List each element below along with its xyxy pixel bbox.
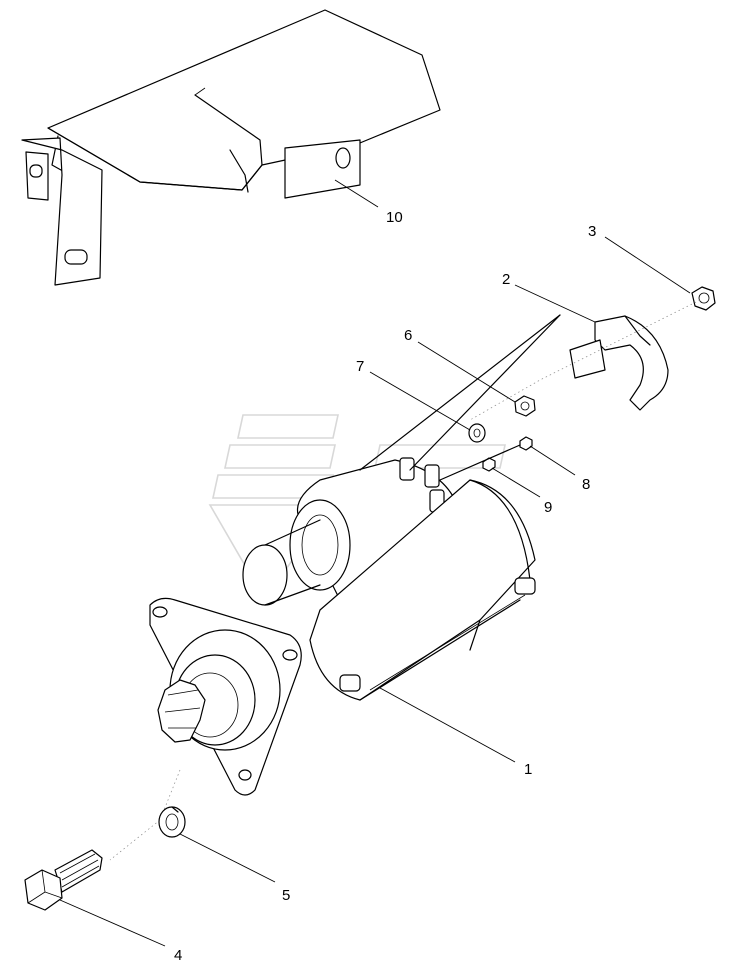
callout-7: 7: [356, 358, 364, 375]
terminal-cover-icon: [569, 315, 669, 411]
callout-5: 5: [282, 887, 290, 904]
callout-labels: 1 2 3 4 5 6 7 8 9 10: [174, 209, 596, 964]
starter-motor-icon: [149, 314, 561, 796]
leader-lines: [59, 179, 691, 947]
callout-9: 9: [544, 499, 552, 516]
callout-6: 6: [404, 327, 412, 344]
heat-shield-icon: [21, 9, 441, 286]
small-nut-icon: [482, 436, 533, 472]
callout-4: 4: [174, 947, 182, 964]
callout-1: 1: [524, 761, 532, 778]
hex-nut-icon: [691, 286, 716, 311]
flange-bolt-icon: [24, 849, 103, 911]
washer-icon: [468, 423, 486, 443]
callout-2: 2: [502, 271, 510, 288]
lock-washer-icon: [158, 806, 186, 838]
nut-icon: [514, 395, 536, 417]
callout-8: 8: [582, 476, 590, 493]
callout-3: 3: [588, 223, 596, 240]
callout-10: 10: [386, 209, 403, 226]
